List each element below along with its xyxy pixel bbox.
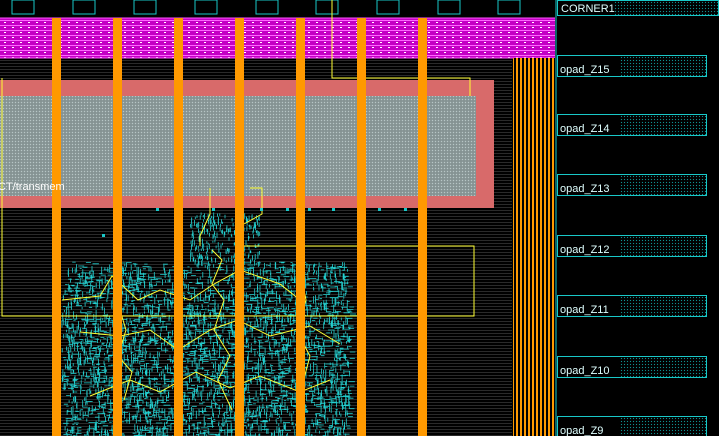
top-pin xyxy=(437,0,461,15)
power-stripes xyxy=(52,18,427,436)
right-power-ring xyxy=(513,58,555,436)
macro-label: CT/transmem xyxy=(0,181,65,193)
io-pad-label: opad_Z13 xyxy=(560,183,610,195)
io-pad[interactable]: opad_Z9 xyxy=(557,416,707,436)
io-pad[interactable]: opad_Z10 xyxy=(557,356,707,378)
power-stripe xyxy=(235,18,244,436)
power-stripe xyxy=(113,18,122,436)
power-stripe xyxy=(418,18,427,436)
power-stripe xyxy=(174,18,183,436)
io-pad-label: opad_Z11 xyxy=(560,304,609,316)
via-marker xyxy=(378,208,381,211)
corner-pad[interactable]: CORNER1 xyxy=(557,0,719,16)
io-pad[interactable]: opad_Z15 xyxy=(557,55,707,77)
io-pad[interactable]: opad_Z11 xyxy=(557,295,707,317)
via-marker xyxy=(332,208,335,211)
via-marker xyxy=(308,208,311,211)
io-pad-label: opad_Z12 xyxy=(560,244,610,256)
via-markers xyxy=(102,208,407,237)
power-stripe xyxy=(357,18,366,436)
top-pin xyxy=(255,0,279,15)
corner-pad-label: CORNER1 xyxy=(561,3,615,15)
via-marker xyxy=(286,208,289,211)
top-pin xyxy=(11,0,35,15)
via-marker xyxy=(260,208,263,211)
io-pad-label: opad_Z10 xyxy=(560,365,610,377)
io-pad-label: opad_Z15 xyxy=(560,64,610,76)
io-pad[interactable]: opad_Z14 xyxy=(557,114,707,136)
io-pad[interactable]: opad_Z13 xyxy=(557,174,707,196)
via-marker xyxy=(404,208,407,211)
via-marker xyxy=(156,208,159,211)
top-pin xyxy=(497,0,521,15)
via-marker xyxy=(212,208,215,211)
io-pad-label: opad_Z9 xyxy=(560,425,604,436)
top-pin-row xyxy=(11,0,521,15)
power-stripe xyxy=(296,18,305,436)
io-pad-label: opad_Z14 xyxy=(560,123,610,135)
top-pin xyxy=(194,0,218,15)
top-pin xyxy=(72,0,96,15)
top-pin xyxy=(376,0,400,15)
top-power-rail xyxy=(0,18,555,58)
power-stripe xyxy=(52,18,61,436)
io-pad[interactable]: opad_Z12 xyxy=(557,235,707,257)
via-marker xyxy=(102,234,105,237)
top-pin xyxy=(315,0,339,15)
top-pin xyxy=(133,0,157,15)
